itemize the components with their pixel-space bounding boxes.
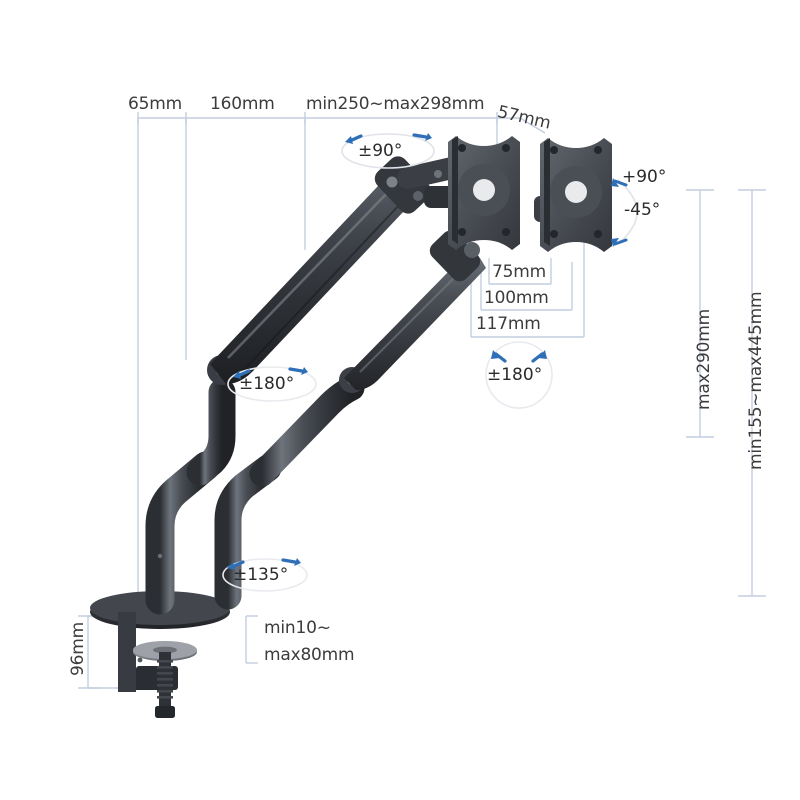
angle-callout-90-graphic [341,133,435,169]
angle-callout-180-arm-graphic [227,366,317,402]
vesa-plate-right [534,138,612,252]
tilt-angle-arc-graphic [611,178,638,247]
angle-callout-135-graphic [222,558,308,592]
vesa-plate-left [448,136,520,250]
monitor-arm-rear [214,230,486,610]
height-dimension-445 [738,189,766,597]
vesa-dimension-brackets [470,240,585,338]
monitor-arm-front [145,155,493,615]
height-dimension-290 [686,189,714,438]
angle-callout-180-head-graphic [485,341,553,409]
dimension-lines [137,112,546,622]
